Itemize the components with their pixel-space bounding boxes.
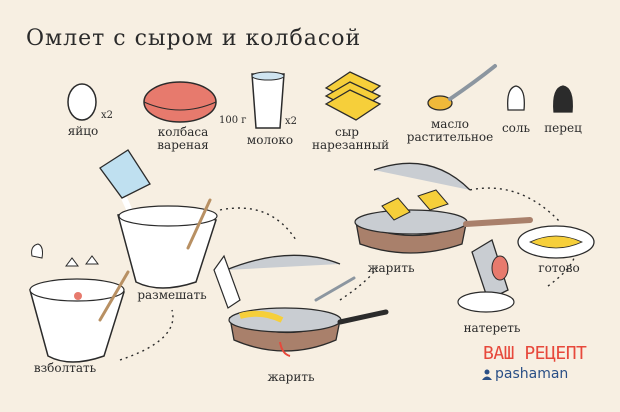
pepper-shaker-icon: [553, 85, 573, 113]
frying-pan-2-icon: [354, 162, 533, 254]
author-user-icon: [482, 369, 492, 380]
cheese-slices-icon: [324, 71, 382, 121]
ingredient-sausage-qty: 100 г: [219, 115, 247, 126]
step-done-label: готово: [538, 261, 580, 275]
finished-plate-icon: [517, 225, 595, 259]
recipe-title: Омлет с сыром и колбасой: [26, 26, 362, 51]
sausage-icon: [143, 81, 217, 123]
grater-icon: [457, 239, 515, 313]
ingredient-egg-qty: x2: [101, 110, 114, 121]
milk-glass-icon: [251, 71, 285, 129]
ingredient-cheese-label: сыр нарезанный: [312, 125, 390, 152]
brand-name: ВАШ РЕЦЕПТ: [483, 343, 587, 364]
mixing-bowl-icon: [117, 198, 218, 289]
salt-shaker-icon: [507, 85, 525, 111]
frying-pan-1-icon: [213, 254, 389, 357]
ingredient-egg-label: яйцо: [67, 124, 99, 138]
step-fry1-label: жарить: [267, 370, 315, 384]
ingredient-pepper-label: перец: [544, 121, 582, 135]
step-fry2-label: жарить: [367, 261, 415, 275]
egg-icon: [67, 83, 97, 121]
beating-bowl-icon: [29, 243, 130, 363]
ingredient-sausage-label: колбаса вареная: [157, 125, 209, 152]
step-grate-label: натереть: [463, 321, 521, 335]
step-beat-label: взболтать: [33, 361, 97, 375]
ingredient-milk-qty: x2: [285, 116, 298, 127]
step-mix-label: размешать: [137, 288, 207, 302]
author-name: pashaman: [495, 366, 569, 382]
ingredient-milk-label: молоко: [246, 133, 294, 147]
ingredient-oil-label: масло растительное: [406, 117, 494, 144]
ingredient-salt-label: соль: [501, 121, 531, 135]
flow-arrows: [119, 187, 575, 361]
oil-spoon-icon: [427, 64, 497, 111]
